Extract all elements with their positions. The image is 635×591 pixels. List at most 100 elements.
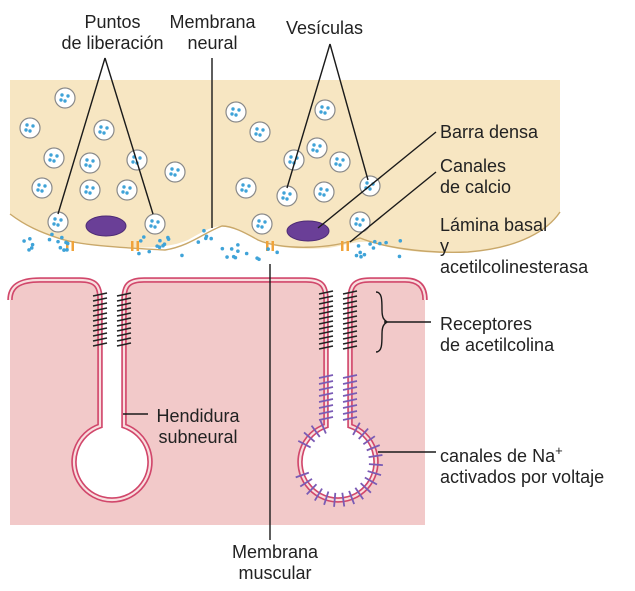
vesicle-membrane	[330, 152, 350, 172]
vesicle-content-dot	[289, 155, 292, 158]
vesicle-content-dot	[320, 105, 323, 108]
vesicle-content-dot	[48, 158, 51, 161]
vesicle-membrane	[48, 212, 68, 232]
label-dense-bar: Barra densa	[440, 122, 538, 143]
vesicle-content-dot	[173, 173, 176, 176]
acetylcholine-dot	[236, 243, 240, 247]
acetylcholine-dot	[357, 244, 361, 248]
vesicle-content-dot	[318, 192, 321, 195]
vesicle-content-dot	[105, 126, 108, 129]
vesicle-content-dot	[230, 112, 233, 115]
vesicle-content-dot	[55, 154, 58, 157]
label-na-channels-line1: canales de Na+	[440, 440, 604, 467]
vesicle-content-dot	[355, 217, 358, 220]
vesicle-content-dot	[88, 191, 91, 194]
vesicle-content-dot	[40, 189, 43, 192]
vesicle-content-dot	[240, 188, 243, 191]
vesicle-content-dot	[288, 160, 291, 163]
vesicle-content-dot	[36, 188, 39, 191]
label-muscle-membrane-line1: Membrana	[210, 542, 340, 563]
vesicle-content-dot	[365, 181, 368, 184]
vesicle-content-dot	[131, 160, 134, 163]
label-ach-receptors: Receptores de acetilcolina	[440, 314, 554, 356]
acetylcholine-dot	[266, 247, 270, 251]
label-calcium-channels: Canales de calcio	[440, 156, 511, 198]
label-basal-lamina: Lámina basal y acetilcolinesterasa	[440, 215, 588, 278]
vesicle-content-dot	[99, 125, 102, 128]
vesicle-content-dot	[52, 222, 55, 225]
vesicle-content-dot	[91, 186, 94, 189]
vesicle-membrane	[165, 162, 185, 182]
label-release-sites-line1: Puntos	[50, 12, 175, 33]
acetylcholine-dot	[236, 249, 240, 253]
vesicle-content-dot	[63, 99, 66, 102]
vesicle-content-dot	[31, 124, 34, 127]
label-subneural-cleft-line1: Hendidura	[148, 406, 248, 427]
vesicle-membrane	[44, 148, 64, 168]
vesicle-content-dot	[149, 224, 152, 227]
vesicle-membrane	[20, 118, 40, 138]
vesicle-membrane	[277, 186, 297, 206]
vesicle-content-dot	[24, 128, 27, 131]
vesicle-content-dot	[138, 156, 141, 159]
acetylcholine-dot	[65, 248, 69, 252]
vesicle-content-dot	[85, 158, 88, 161]
vesicle	[80, 153, 100, 173]
vesicle-content-dot	[66, 94, 69, 97]
label-subneural-cleft: Hendidura subneural	[148, 406, 248, 448]
vesicle-content-dot	[334, 162, 337, 165]
vesicle	[94, 120, 114, 140]
vesicle-membrane	[94, 120, 114, 140]
vesicle-membrane	[80, 180, 100, 200]
vesicle-content-dot	[247, 184, 250, 187]
vesicle-content-dot	[256, 224, 259, 227]
calcium-channel-subunit	[272, 241, 275, 251]
label-na-channels: canales de Na+ activados por voltaje	[440, 440, 604, 488]
label-na-channels-charge: +	[555, 443, 563, 458]
vesicle	[20, 118, 40, 138]
vesicle-content-dot	[53, 217, 56, 220]
label-neural-membrane-line1: Membrana	[165, 12, 260, 33]
vesicle-content-dot	[176, 168, 179, 171]
vesicle-content-dot	[281, 196, 284, 199]
vesicle-membrane	[226, 102, 246, 122]
label-subneural-cleft-line2: subneural	[148, 427, 248, 448]
vesicle	[252, 214, 272, 234]
vesicle-content-dot	[260, 225, 263, 228]
vesicle-content-dot	[156, 220, 159, 223]
vesicle	[277, 186, 297, 206]
vesicle-content-dot	[43, 184, 46, 187]
vesicle-content-dot	[354, 222, 357, 225]
vesicle	[117, 180, 137, 200]
vesicle-membrane	[55, 88, 75, 108]
label-ach-receptors-line2: de acetilcolina	[440, 335, 554, 356]
label-calcium-channels-line2: de calcio	[440, 177, 511, 198]
acetylcholine-dot	[378, 242, 382, 246]
vesicle-content-dot	[261, 128, 264, 131]
acetylcholine-dot	[137, 252, 141, 256]
acetylcholine-dot	[197, 240, 201, 244]
acetylcholine-dot	[28, 237, 32, 241]
muscle-fiber	[10, 280, 425, 525]
vesicle-content-dot	[315, 149, 318, 152]
label-release-sites: Puntos de liberación	[50, 12, 175, 54]
vesicle-content-dot	[325, 188, 328, 191]
acetylcholine-dot	[398, 239, 402, 243]
vesicle	[48, 212, 68, 232]
vesicle-content-dot	[98, 130, 101, 133]
acetylcholine-dot	[255, 256, 259, 260]
vesicle-content-dot	[56, 223, 59, 226]
label-basal-lamina-line2: y	[440, 236, 588, 257]
vesicle-content-dot	[52, 159, 55, 162]
vesicle	[236, 178, 256, 198]
sodium-channel-mark	[334, 493, 335, 507]
vesicle-membrane	[32, 178, 52, 198]
vesicle-content-dot	[169, 172, 172, 175]
label-neural-membrane-line2: neural	[165, 33, 260, 54]
vesicle-content-dot	[88, 164, 91, 167]
vesicle-membrane	[145, 214, 165, 234]
sodium-channel-mark	[369, 464, 383, 465]
calcium-channel-subunit	[341, 241, 344, 251]
